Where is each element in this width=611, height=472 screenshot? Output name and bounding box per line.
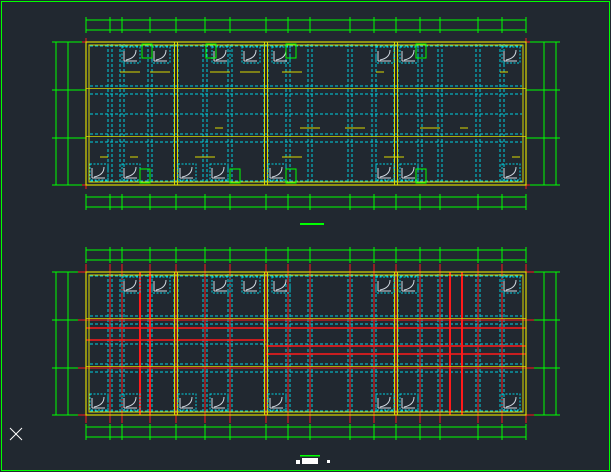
fixture-arc: [91, 166, 105, 179]
room-outline: [399, 393, 419, 411]
fixture-arc: [123, 49, 137, 62]
room-outline: [121, 276, 141, 294]
fixture-arc: [213, 49, 227, 62]
fixture-arc: [153, 279, 167, 292]
fixture-arc: [503, 396, 517, 409]
fixture-arc: [91, 396, 105, 409]
outer-wall: [85, 271, 527, 416]
fixture-arc: [503, 49, 517, 62]
outer-wall-inner: [88, 274, 524, 413]
room-outline: [375, 276, 395, 294]
detail-marker: [205, 43, 217, 59]
room-outline: [241, 276, 261, 294]
outer-wall: [85, 41, 527, 186]
fixture-arc: [123, 396, 137, 409]
fixture-arc: [213, 279, 227, 292]
room-outline: [121, 46, 141, 64]
fixture-arc: [123, 166, 137, 179]
fixture-arc: [503, 166, 517, 179]
detail-marker: [285, 43, 297, 59]
detail-marker: [415, 168, 427, 184]
detail-marker: [141, 43, 153, 59]
fixture-arc: [401, 279, 415, 292]
room-outline: [209, 393, 229, 411]
detail-marker: [139, 168, 151, 184]
fixture-arc: [377, 166, 391, 179]
fixture-arc: [269, 396, 283, 409]
room-outline: [151, 276, 171, 294]
outer-wall-inner: [88, 44, 524, 183]
fixture-arc: [153, 49, 167, 62]
room-outline: [501, 276, 521, 294]
upper-floor-plan[interactable]: [52, 17, 560, 225]
fixture-arc: [243, 49, 257, 62]
fixture-arc: [179, 166, 193, 179]
fixture-arc: [243, 279, 257, 292]
room-outline: [209, 163, 229, 181]
room-outline: [375, 46, 395, 64]
room-outline: [271, 276, 291, 294]
fixture-arc: [179, 396, 193, 409]
room-outline: [89, 163, 109, 181]
room-outline: [211, 46, 231, 64]
detail-marker: [285, 168, 297, 184]
fixture-arc: [269, 166, 283, 179]
model-tab-indicator[interactable]: [296, 455, 330, 464]
room-outline: [121, 393, 141, 411]
room-outline: [271, 46, 291, 64]
fixture-arc: [401, 166, 415, 179]
room-outline: [399, 163, 419, 181]
fixture-arc: [211, 396, 225, 409]
fixture-arc: [273, 279, 287, 292]
room-outline: [399, 46, 419, 64]
fixture-arc: [273, 49, 287, 62]
room-outline: [89, 393, 109, 411]
detail-marker: [415, 43, 427, 59]
fixture-arc: [123, 279, 137, 292]
room-outline: [177, 163, 197, 181]
room-outline: [399, 276, 419, 294]
room-outline: [211, 276, 231, 294]
fixture-arc: [377, 279, 391, 292]
fixture-arc: [401, 396, 415, 409]
room-outline: [375, 163, 395, 181]
room-outline: [241, 46, 261, 64]
room-outline: [375, 393, 395, 411]
room-outline: [267, 393, 287, 411]
room-outline: [501, 163, 521, 181]
detail-marker: [229, 168, 241, 184]
fixture-arc: [503, 279, 517, 292]
room-outline: [177, 393, 197, 411]
fixture-arc: [377, 49, 391, 62]
room-outline: [501, 46, 521, 64]
room-outline: [501, 393, 521, 411]
ucs-crosshair-icon: [9, 427, 23, 441]
fixture-arc: [211, 166, 225, 179]
lower-floor-plan[interactable]: [52, 247, 560, 440]
fixture-arc: [377, 396, 391, 409]
fixture-arc: [401, 49, 415, 62]
